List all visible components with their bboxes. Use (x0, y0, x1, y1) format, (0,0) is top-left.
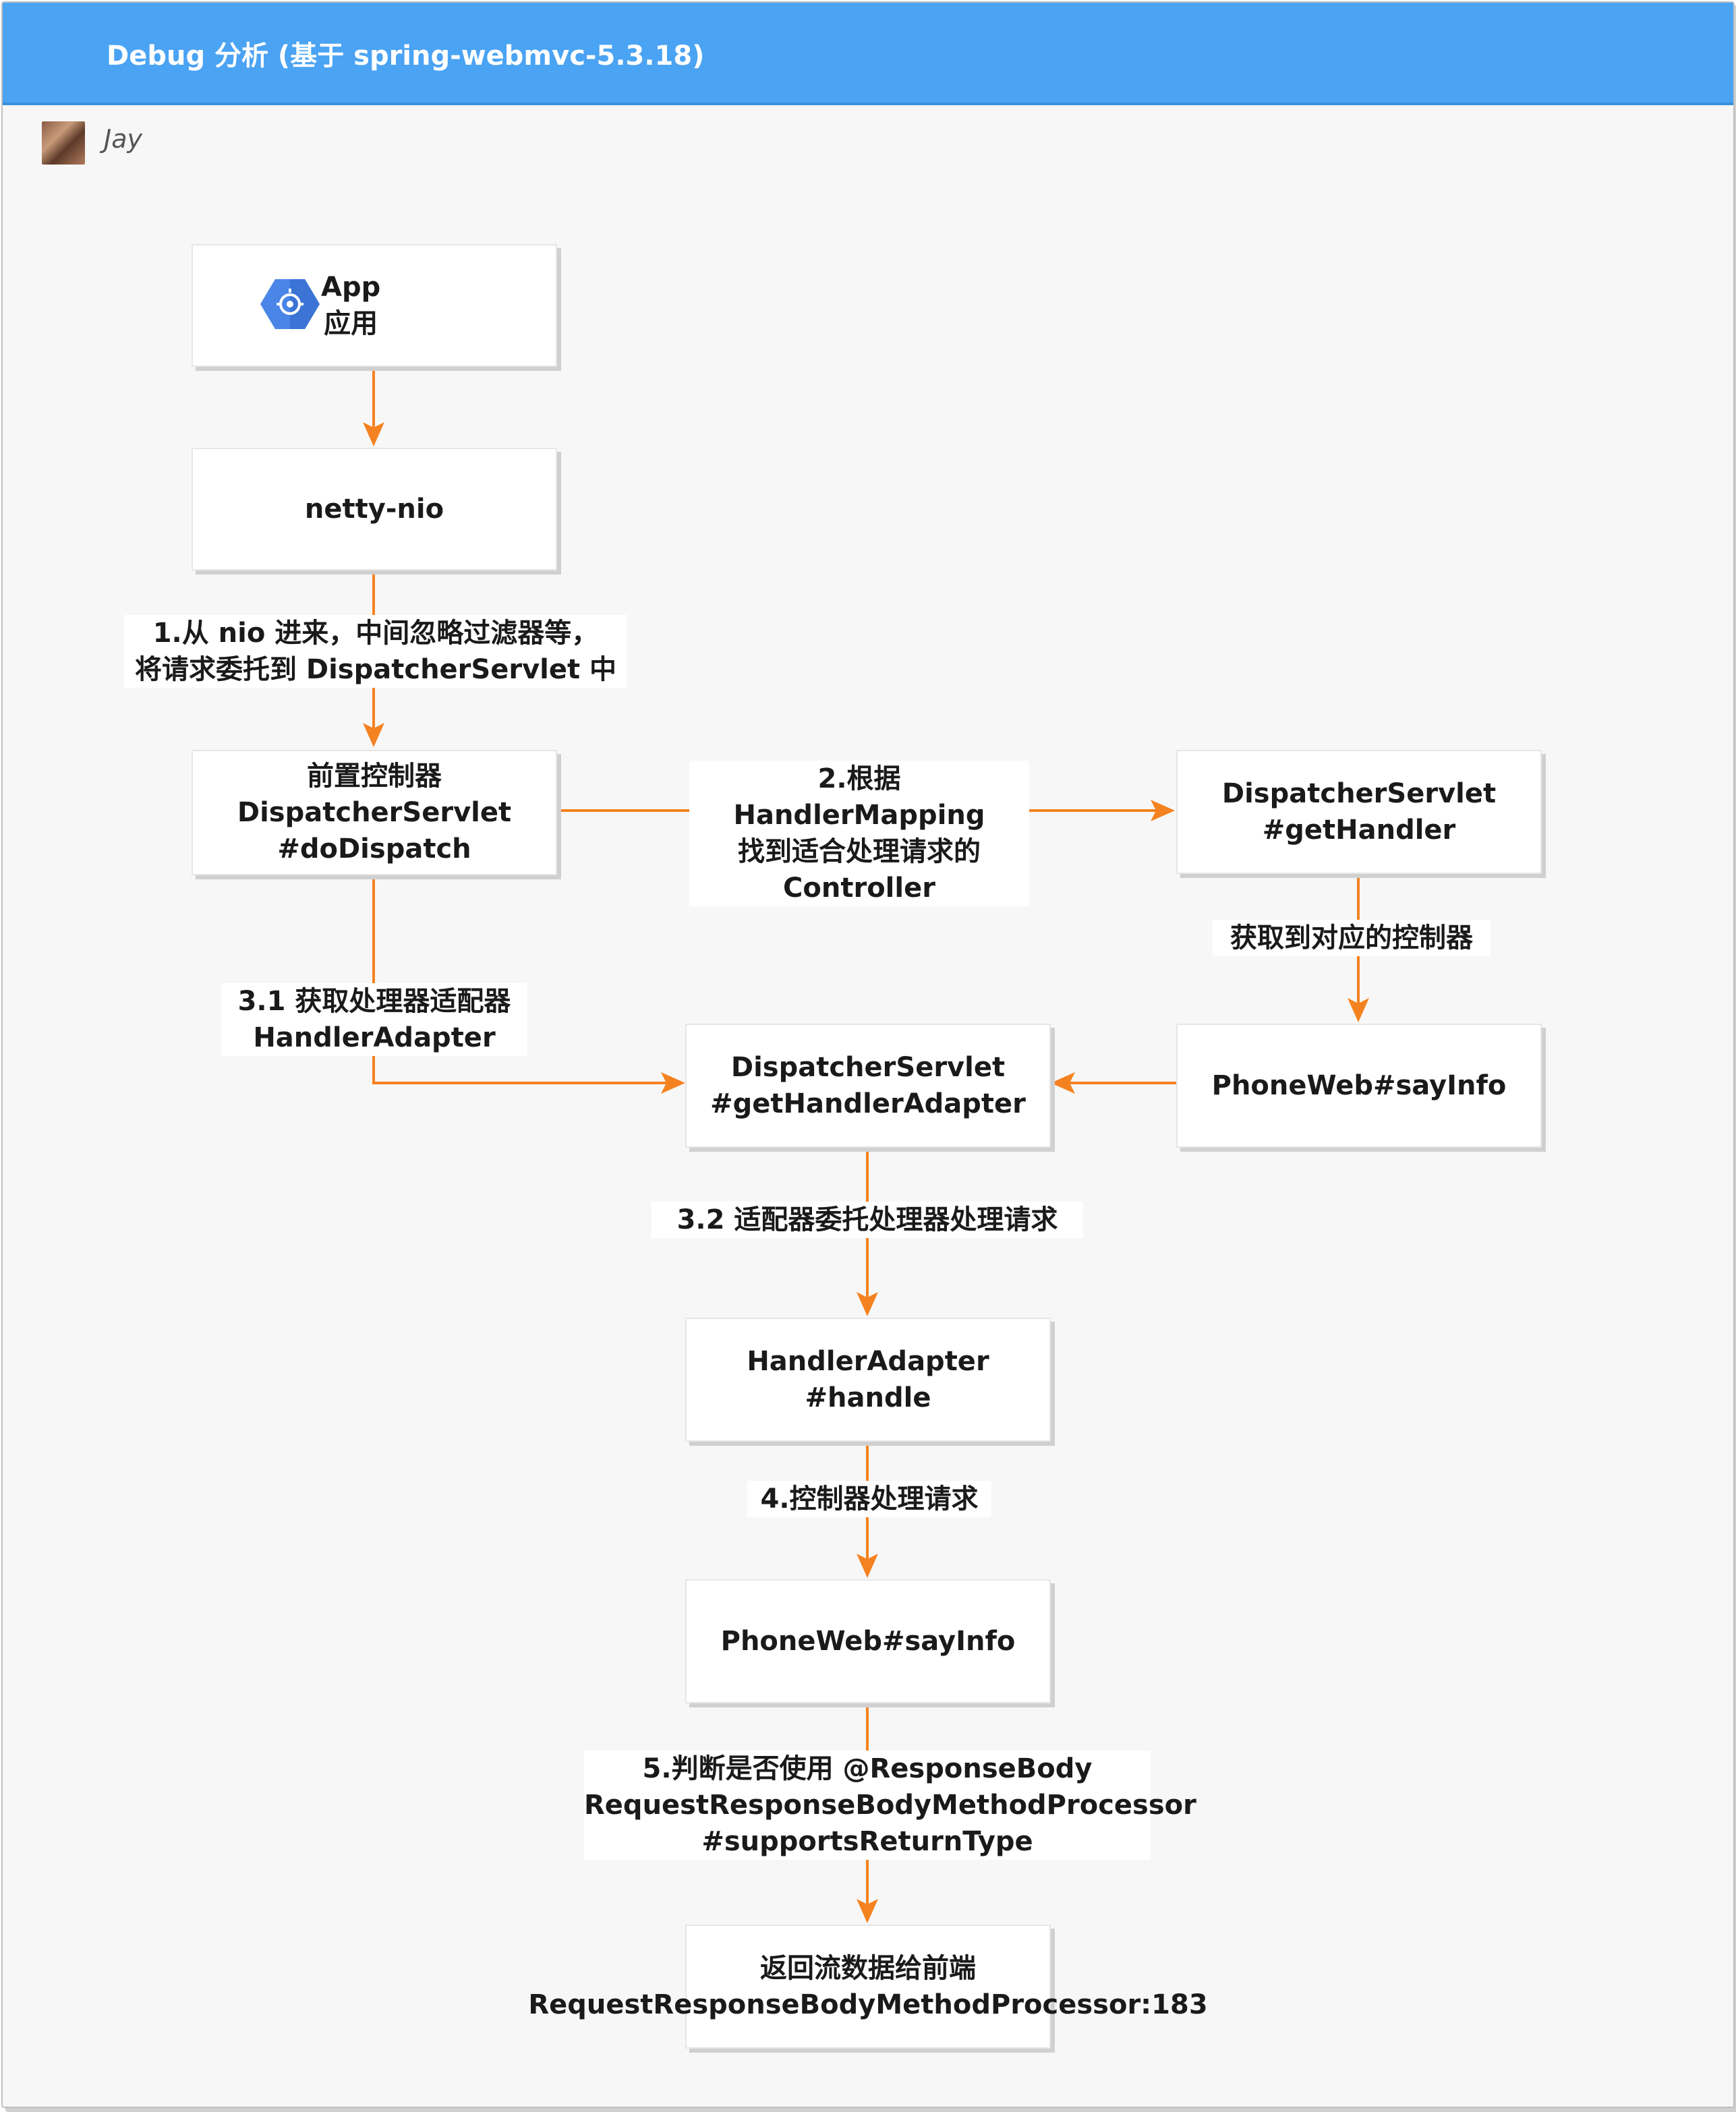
node-phoneweb-sayinfo-2-label: PhoneWeb#sayInfo (720, 1626, 1016, 1657)
edge-label-step3-1: 3.1 获取处理器适配器 HandlerAdapter (221, 983, 527, 1056)
edge-label-step4: 4.控制器处理请求 (747, 1481, 991, 1517)
arrowhead-sayinfo (857, 1554, 878, 1578)
node-gethandleradapter-label: DispatcherServlet #getHandlerAdapter (710, 1052, 1026, 1119)
arrowhead-phoneweb (1348, 998, 1369, 1022)
edge-label-step2: 2.根据 HandlerMapping 找到适合处理请求的 Controller (689, 761, 1029, 906)
node-app-label: App 应用 (321, 272, 381, 339)
arrowhead-gethandleradapter-right (1051, 1072, 1075, 1094)
arrowhead-return (857, 1899, 878, 1923)
node-phoneweb-sayinfo-label: PhoneWeb#sayInfo (1211, 1070, 1507, 1101)
node-return-stream-label: 返回流数据给前端 RequestResponseBodyMethodProces… (528, 1953, 1208, 2020)
node-handleradapter-handle: HandlerAdapter #handle (685, 1318, 1051, 1442)
arrowhead-handle (857, 1292, 878, 1316)
page-title: Debug 分析 (基于 spring-webmvc-5.3.18) (107, 40, 705, 71)
edge-label-step3-2: 3.2 适配器委托处理器处理请求 (652, 1202, 1083, 1238)
arrowhead-gethandleradapter-left (661, 1072, 685, 1094)
node-handleradapter-handle-label: HandlerAdapter #handle (747, 1346, 989, 1413)
edge-label-step1: 1.从 nio 进来，中间忽略过滤器等， 将请求委托到 DispatcherSe… (124, 615, 627, 688)
edge-dodispatch-to-gethandleradapter (372, 877, 677, 1084)
node-return-stream: 返回流数据给前端 RequestResponseBodyMethodProces… (528, 1925, 1208, 2049)
google-cloud-hexagon-icon (260, 279, 320, 329)
arrowhead-netty (363, 422, 384, 446)
edge-label-get-controller: 获取到对应的控制器 (1213, 920, 1491, 956)
node-dodispatch: 前置控制器 DispatcherServlet #doDispatch (192, 750, 557, 875)
node-gethandler-label: DispatcherServlet #getHandler (1221, 778, 1497, 846)
node-app: App 应用 (192, 244, 557, 367)
author-name: Jay (104, 124, 142, 154)
node-gethandler: DispatcherServlet #getHandler (1176, 750, 1542, 874)
node-dodispatch-label: 前置控制器 DispatcherServlet #doDispatch (237, 761, 512, 864)
header-bar: Debug 分析 (基于 spring-webmvc-5.3.18) (3, 3, 1733, 105)
node-gethandleradapter: DispatcherServlet #getHandlerAdapter (685, 1024, 1051, 1148)
node-netty-nio: netty-nio (192, 448, 557, 570)
arrowhead-dodispatch (363, 723, 384, 747)
node-netty-nio-label: netty-nio (304, 494, 444, 525)
avatar (42, 121, 85, 165)
node-phoneweb-sayinfo-2: PhoneWeb#sayInfo (685, 1579, 1051, 1703)
arrowhead-gethandler (1151, 800, 1175, 821)
node-phoneweb-sayinfo: PhoneWeb#sayInfo (1176, 1024, 1542, 1148)
edge-label-step5: 5.判断是否使用 @ResponseBody RequestResponseBo… (584, 1751, 1196, 1860)
